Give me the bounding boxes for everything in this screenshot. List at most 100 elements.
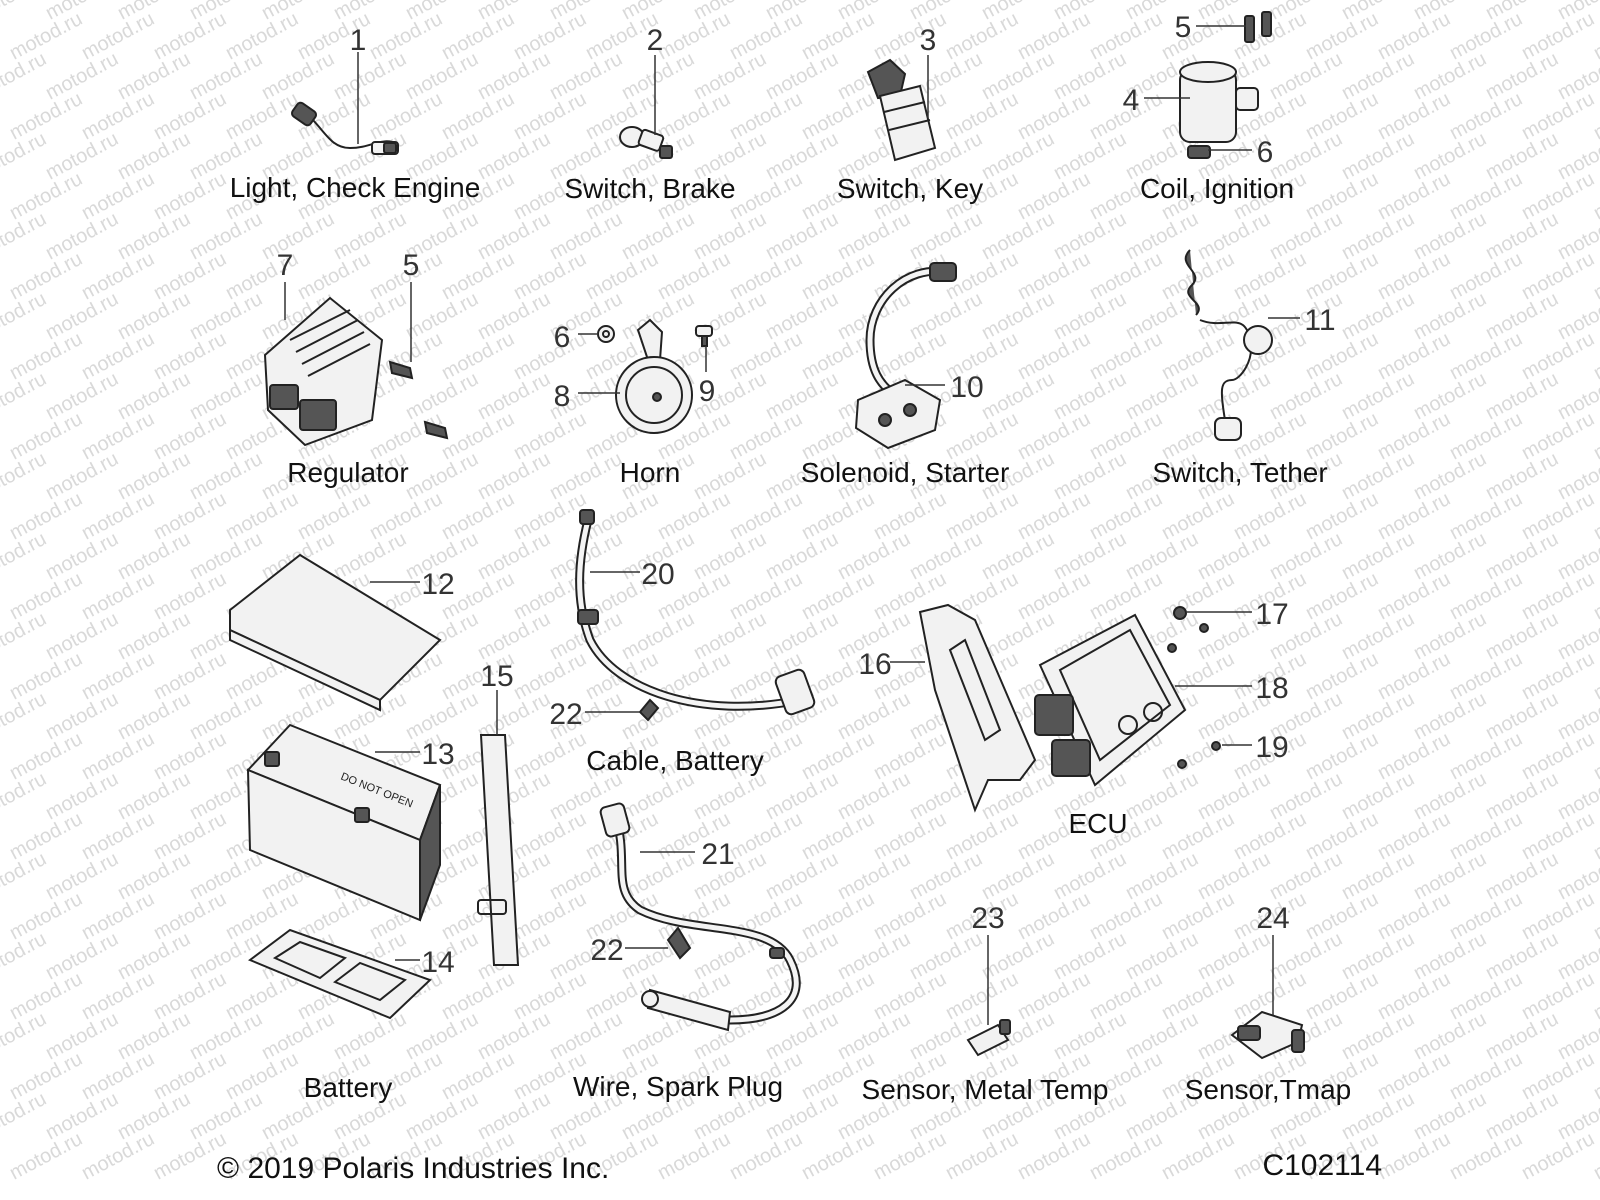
label-brake-switch: Switch, Brake [564,173,735,204]
part-horn[interactable] [615,318,693,434]
watermark-text: motod.ru [114,608,194,664]
watermark-text: motod.ru [690,528,770,584]
watermark-text: motod.ru [1194,528,1274,584]
watermark-text: motod.ru [6,408,86,464]
watermark-text: motod.ru [510,328,590,384]
watermark-text: motod.ru [42,1008,122,1064]
watermark-text: motod.ru [942,1128,1022,1184]
part-ecu-screws-17[interactable] [1167,606,1209,653]
watermark-text: motod.ru [150,808,230,864]
watermark-text: motod.ru [1050,288,1130,344]
watermark-text: motod.ru [1050,528,1130,584]
callout-10: 10 [950,371,983,404]
part-coil-screws[interactable] [1244,11,1272,43]
part-horn-nut[interactable] [597,325,615,343]
watermark-text: motod.ru [1230,408,1310,464]
watermark-text: motod.ru [1374,648,1454,704]
watermark-text: motod.ru [1158,1128,1238,1184]
watermark-text: motod.ru [474,128,554,184]
watermark-text: motod.ru [150,648,230,704]
watermark-text: motod.ru [546,448,626,504]
watermark-text: motod.ru [402,288,482,344]
watermark-text: motod.ru [798,8,878,64]
watermark-text: motod.ru [870,888,950,944]
watermark-text: motod.ru [1194,848,1274,904]
callout-4: 4 [1123,84,1140,117]
watermark-text: motod.ru [1374,728,1454,784]
watermark-text: motod.ru [114,448,194,504]
part-battery-cable[interactable] [575,509,816,716]
part-cable-bolt-b[interactable] [666,926,692,960]
part-starter-solenoid[interactable] [854,262,957,450]
part-spark-plug-wire[interactable] [599,802,801,1032]
watermark-text: motod.ru [78,488,158,544]
part-cable-bolt-a[interactable] [638,698,660,722]
watermark-text: motod.ru [1122,528,1202,584]
part-battery[interactable]: DO NOT OPEN [246,723,442,922]
watermark-text: motod.ru [762,288,842,344]
watermark-text: motod.ru [78,648,158,704]
watermark-text: motod.ru [978,928,1058,984]
watermark-text: motod.ru [438,488,518,544]
watermark-text: motod.ru [78,888,158,944]
watermark-text: motod.ru [1086,888,1166,944]
watermark-text: motod.ru [870,488,950,544]
watermark-text: motod.ru [1014,328,1094,384]
watermark-text: motod.ru [618,208,698,264]
watermark-text: motod.ru [1482,48,1562,104]
part-key-switch[interactable] [866,58,937,162]
watermark-text: motod.ru [330,1008,410,1064]
watermark-text: motod.ru [78,728,158,784]
watermark-text: motod.ru [1158,968,1238,1024]
watermark-text: motod.ru [1014,408,1094,464]
watermark-text: motod.ru [1122,848,1202,904]
part-metal-temp-sensor[interactable] [966,1019,1011,1057]
watermark-text: motod.ru [654,1128,734,1184]
part-ecu[interactable] [1034,613,1187,787]
watermark-text: motod.ru [1194,928,1274,984]
watermark-text: motod.ru [6,568,86,624]
watermark-text: motod.ru [1158,888,1238,944]
part-regulator-bolts[interactable] [388,360,449,440]
watermark-text: motod.ru [762,48,842,104]
part-ignition-coil[interactable] [1179,61,1259,159]
watermark-text: motod.ru [1374,968,1454,1024]
watermark-text: motod.ru [1518,648,1598,704]
watermark-text: motod.ru [1518,728,1598,784]
watermark-text: motod.ru [1482,368,1562,424]
watermark-text: motod.ru [1410,128,1490,184]
watermark-text: motod.ru [1518,1048,1598,1104]
watermark-text: motod.ru [618,768,698,824]
part-horn-bolt[interactable] [695,325,713,347]
watermark-text: motod.ru [1302,808,1382,864]
watermark-text: motod.ru [114,688,194,744]
part-tether-switch[interactable] [1184,249,1273,441]
watermark-text: motod.ru [1302,968,1382,1024]
part-regulator[interactable] [263,296,384,447]
watermark-text: motod.ru [1158,568,1238,624]
watermark-text: motod.ru [1482,608,1562,664]
watermark-text: motod.ru [1086,248,1166,304]
watermark-text: motod.ru [1446,88,1526,144]
watermark-text: motod.ru [1122,368,1202,424]
watermark-text: motod.ru [474,288,554,344]
part-brake-switch[interactable] [619,126,673,159]
watermark-text: motod.ru [1194,368,1274,424]
watermark-text: motod.ru [1518,488,1598,544]
label-battery: Battery [304,1072,393,1103]
watermark-text: motod.ru [762,768,842,824]
part-ecu-bracket[interactable] [918,603,1037,813]
watermark-text: motod.ru [870,728,950,784]
watermark-text: motod.ru [1518,568,1598,624]
watermark-text: motod.ru [1446,168,1526,224]
watermark-text: motod.ru [1050,48,1130,104]
part-check-engine-light[interactable] [290,101,399,155]
watermark-text: motod.ru [114,208,194,264]
watermark-text: motod.ru [1410,288,1490,344]
part-ecu-screws-19[interactable] [1177,741,1221,769]
part-battery-pad[interactable] [247,928,432,1020]
watermark-text: motod.ru [1374,88,1454,144]
part-battery-cover[interactable] [229,553,442,712]
part-tmap-sensor[interactable] [1230,1010,1305,1060]
